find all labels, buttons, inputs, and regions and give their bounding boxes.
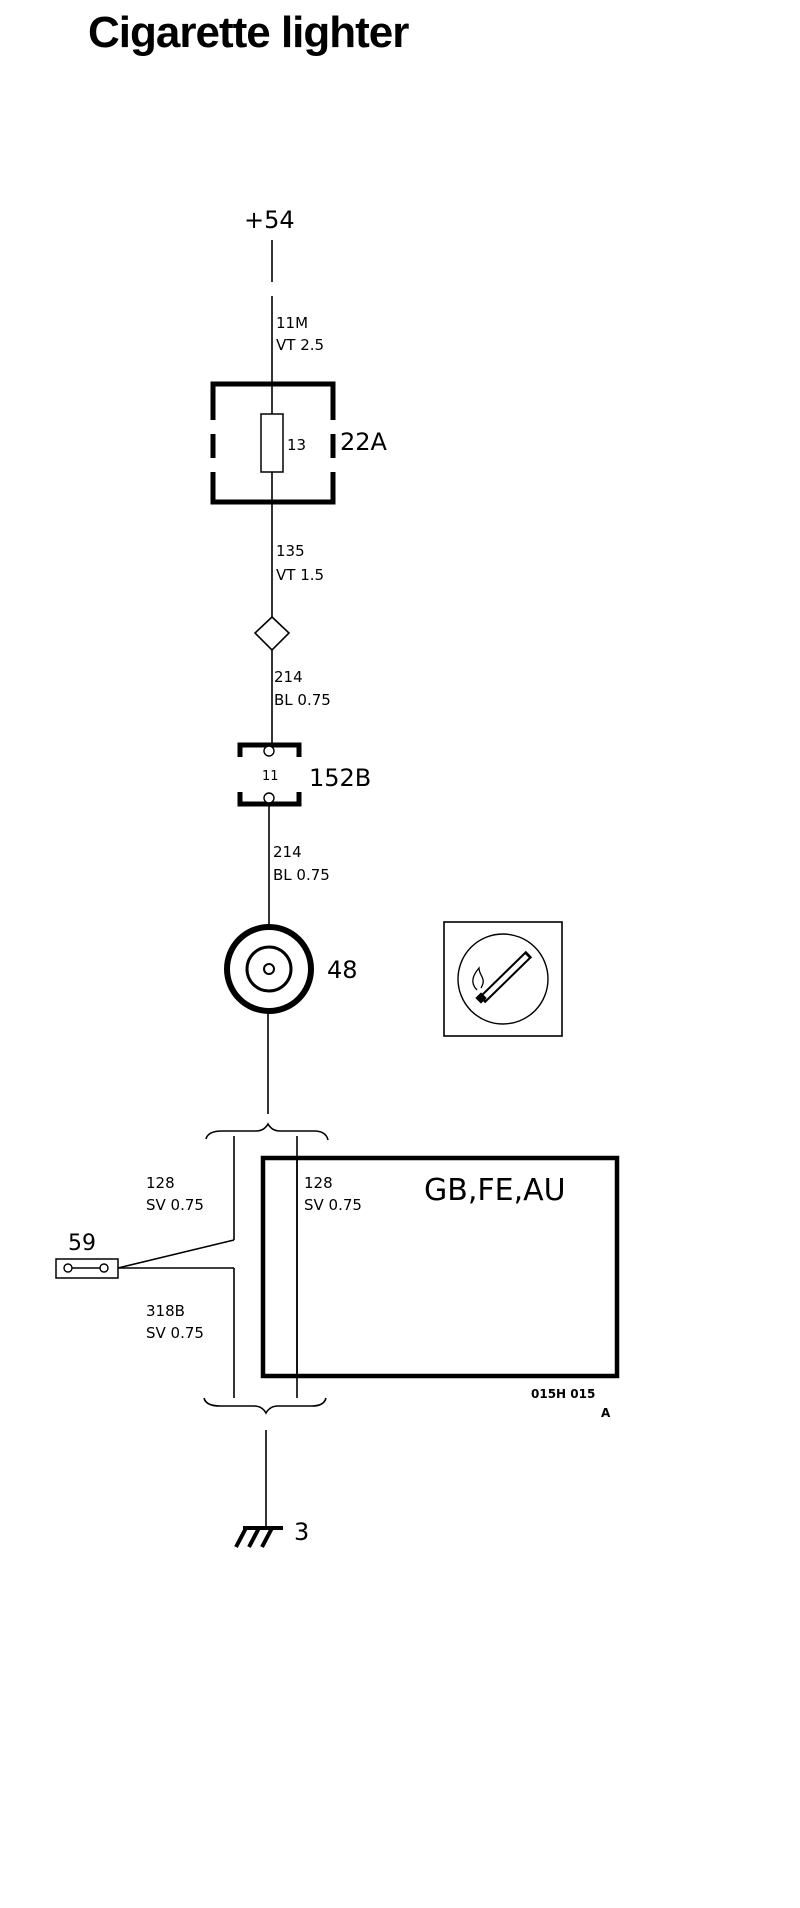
terminal-branch-top: [117, 1239, 235, 1269]
lighter-label: 48: [327, 956, 358, 984]
ground-label: 3: [294, 1518, 309, 1546]
reference-line2: A: [601, 1406, 611, 1420]
wire-128-right-spec: SV 0.75: [304, 1196, 362, 1214]
supply-label: +54: [244, 206, 295, 234]
wire-128-left-spec: SV 0.75: [146, 1196, 204, 1214]
wire-318b-spec: SV 0.75: [146, 1324, 204, 1342]
splice-diamond: [253, 615, 291, 652]
terminal-59: [55, 1258, 119, 1279]
wire-214-upper-spec: BL 0.75: [274, 691, 331, 709]
wire-11m-spec: VT 2.5: [276, 336, 324, 354]
wire-135-code: 135: [276, 542, 305, 560]
wire-214-upper-code: 214: [274, 668, 303, 686]
fuse-box-label: 22A: [340, 428, 388, 456]
wire-135-spec: VT 1.5: [276, 566, 324, 584]
wire-214-lower-code: 214: [273, 843, 302, 861]
wire-128-right-code: 128: [304, 1174, 333, 1192]
terminal-label: 59: [68, 1231, 96, 1256]
page-title: Cigarette lighter: [88, 8, 409, 57]
fuse-element: [260, 413, 284, 473]
wire-318b-code: 318B: [146, 1302, 185, 1320]
reference-line1: 015H 015: [531, 1387, 595, 1401]
variant-box-label: GB,FE,AU: [424, 1173, 566, 1208]
fuse-box-22a: [210, 381, 336, 505]
wire-214-lower-spec: BL 0.75: [273, 866, 330, 884]
harness-brace-top: [205, 1122, 329, 1141]
lighter-socket-48: [224, 924, 314, 1014]
wire-128-left-code: 128: [146, 1174, 175, 1192]
cigarette-lighter-icon: [443, 921, 563, 1037]
connector-pin: 11: [262, 769, 279, 784]
wire-11m-code: 11M: [276, 314, 308, 332]
variant-box: [260, 1155, 620, 1379]
wiring-diagram: +54 11M VT 2.5 13 22A 135 VT 1.5 214 BL …: [55, 206, 620, 1548]
fuse-number: 13: [287, 436, 306, 454]
harness-brace-bottom: [203, 1397, 327, 1415]
connector-label: 152B: [309, 764, 371, 792]
ground-icon: [234, 1526, 283, 1548]
